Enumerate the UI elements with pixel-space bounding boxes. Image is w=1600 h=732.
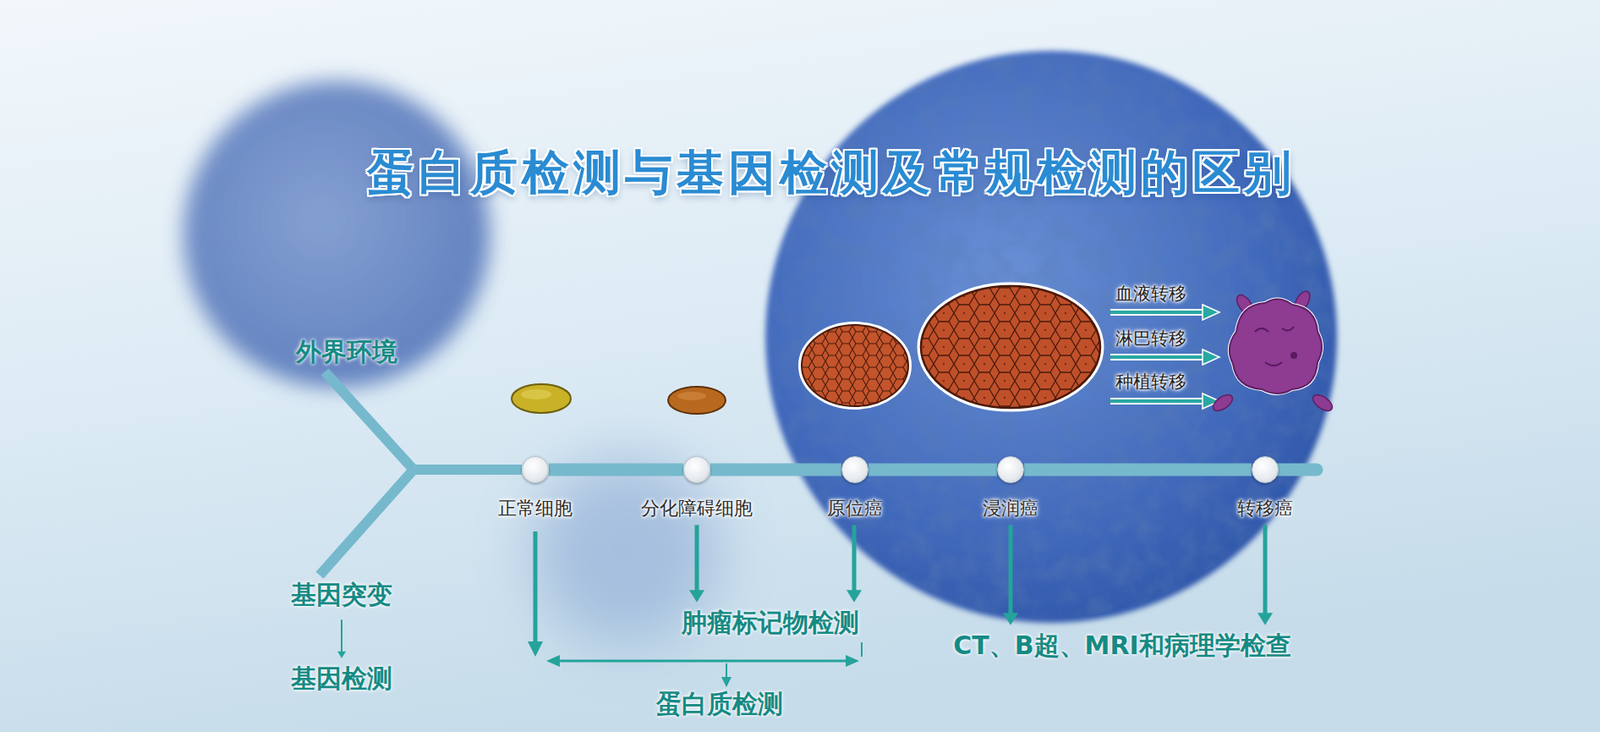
- route-label: 淋巴转移: [1115, 328, 1187, 350]
- connector-line: [710, 463, 842, 477]
- connector-line: [852, 524, 857, 591]
- node-text: CT、B超、MRI和病理学检查: [953, 630, 1291, 661]
- arrow-head: [1202, 304, 1220, 320]
- arrow-line: [1110, 310, 1205, 314]
- bracket-tick: [860, 641, 863, 657]
- blurred-cell: [183, 81, 490, 388]
- arrow-line: [533, 531, 538, 643]
- arrow-outline: [1110, 308, 1205, 316]
- connector: [319, 469, 522, 576]
- stage-label: 转移癌: [1237, 497, 1294, 520]
- node-text: 肿瘤标记物检测: [681, 608, 860, 638]
- cell-body-halo: [1229, 298, 1322, 394]
- arrow-head: [546, 654, 560, 667]
- arrow-head: [846, 589, 862, 602]
- arrow-outline: [1110, 353, 1205, 361]
- connector: [548, 469, 684, 471]
- arrow-line: [1110, 399, 1205, 403]
- cell-detail: [1265, 361, 1283, 366]
- route-label: 种植转移: [1115, 371, 1187, 393]
- metastasis-arrows: [1110, 304, 1220, 409]
- connector-line: [868, 463, 998, 477]
- detection-label: 基因突变: [285, 575, 398, 615]
- detection-label: 基因检测: [285, 658, 398, 699]
- connector: [337, 619, 346, 658]
- connector: [1257, 524, 1273, 625]
- arrow-head: [1002, 612, 1019, 625]
- detection-label: 蛋白质检测: [651, 684, 789, 724]
- tumor-halo: [801, 324, 909, 406]
- detection-label: 外界环境: [290, 332, 403, 373]
- metastatic-cell-icon: [1210, 288, 1335, 414]
- arrow-head: [845, 654, 860, 667]
- invasive-tumor-icon: [920, 285, 1101, 408]
- connector: [689, 524, 705, 602]
- in-situ-tumor-icon: [801, 324, 909, 406]
- arrow-head: [1257, 612, 1273, 625]
- connector-line: [695, 524, 700, 591]
- route-label: 血液转移: [1115, 283, 1187, 305]
- connector: [1024, 469, 1252, 471]
- connector: [1002, 524, 1019, 625]
- dysplastic-cell-icon: [668, 386, 726, 414]
- cell-process: [1309, 391, 1335, 414]
- arrow-head: [689, 589, 705, 602]
- timeline-node: 浸润癌: [997, 455, 1025, 483]
- node-text: 外界环境: [295, 337, 398, 368]
- connector: [324, 371, 522, 470]
- connector: [710, 469, 842, 471]
- connector-line: [340, 619, 343, 653]
- large-cell: [765, 50, 1337, 623]
- stage-label: 原位癌: [827, 497, 883, 520]
- stage-label: 分化障碍细胞: [641, 497, 753, 520]
- cell-highlight: [520, 389, 552, 400]
- connector-line: [1263, 524, 1268, 614]
- arrow-line: [1110, 355, 1205, 359]
- timeline-node: 转移癌: [1251, 455, 1279, 483]
- connector-line: [319, 469, 522, 576]
- timeline-node: 原位癌: [841, 455, 869, 483]
- arrow-line: [725, 663, 728, 679]
- arrow-head: [337, 651, 346, 658]
- node-text: 基因突变: [290, 580, 393, 610]
- connector: [868, 469, 998, 471]
- cell-body: [1229, 298, 1322, 394]
- stage-label: 正常细胞: [498, 497, 573, 520]
- cell-detail: [1254, 328, 1269, 332]
- arrow-head: [527, 641, 543, 657]
- node-text: 基因检测: [290, 663, 393, 694]
- cell-highlight: [677, 391, 707, 400]
- tumor-halo: [920, 285, 1101, 408]
- connector: [846, 524, 862, 602]
- detection-label: 肿瘤标记物检测: [676, 602, 865, 643]
- node-text: 蛋白质检测: [656, 689, 784, 719]
- arrow-head: [1202, 349, 1220, 365]
- detection-label: CT、B超、MRI和病理学检查: [947, 625, 1296, 666]
- arrow-head: [721, 676, 732, 687]
- cell-texture: [770, 55, 1332, 618]
- timeline-node: 正常细胞: [521, 455, 549, 483]
- connector-line: [548, 463, 684, 477]
- arrow-outline: [1110, 397, 1205, 405]
- cell-process: [1210, 391, 1235, 414]
- normal-cell-icon: [511, 383, 571, 413]
- timeline-node: 分化障碍细胞: [683, 455, 711, 483]
- stage-label: 浸润癌: [982, 497, 1039, 520]
- connector-line: [1008, 524, 1014, 614]
- cell-detail: [1282, 326, 1294, 331]
- bracket-line: [558, 659, 848, 663]
- connector-line: [1024, 463, 1252, 477]
- connector-line: [324, 371, 522, 470]
- cell-detail: [1290, 351, 1298, 359]
- title: 蛋白质检测与基因检测及常规检测的区别: [367, 141, 1296, 206]
